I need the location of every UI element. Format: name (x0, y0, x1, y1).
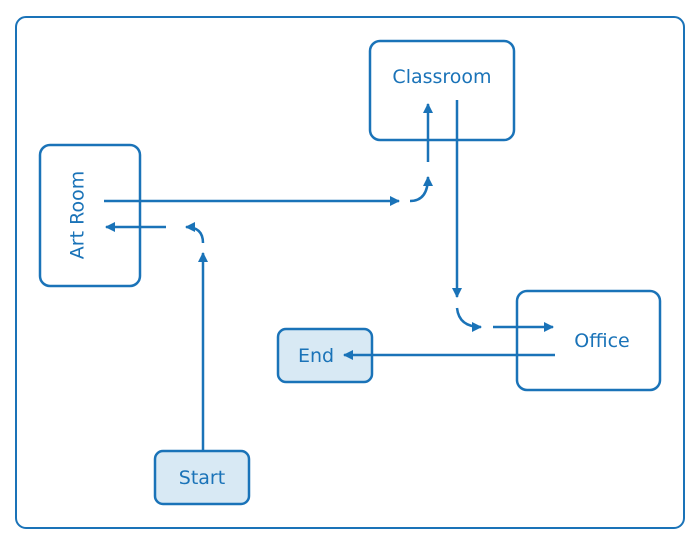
classroom-node: Classroom (368, 39, 516, 142)
diagram-frame (15, 16, 685, 529)
classroom-box (368, 39, 516, 142)
end-label: End (298, 345, 334, 367)
art-room-box (38, 143, 142, 288)
turn-left-arrow (185, 222, 205, 244)
turn-up-arrow (409, 176, 433, 203)
art-room-label: Art Room (67, 171, 89, 259)
office-label: Office (574, 330, 629, 352)
connectors (104, 100, 555, 451)
start-label: Start (179, 467, 225, 489)
art-room-node: Art Room (38, 143, 142, 288)
turn-right-arrow (455, 307, 482, 332)
office-box (515, 289, 662, 392)
office-node: Office (515, 289, 662, 392)
start-node: Start (153, 449, 251, 506)
classroom-label: Classroom (392, 66, 491, 88)
